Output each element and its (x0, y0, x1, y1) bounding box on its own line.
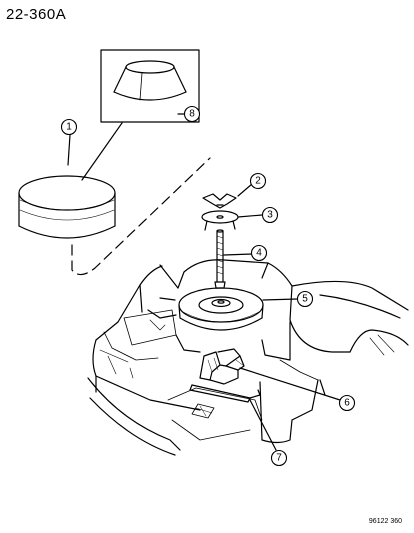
leader-6 (239, 367, 341, 401)
callout-5-label: 5 (302, 294, 308, 305)
callout-7-circle (270, 449, 288, 467)
jack (199, 348, 245, 385)
callout-1-circle (60, 118, 78, 136)
figure-code: 96122 360 (368, 518, 402, 525)
callout-3-label: 3 (267, 210, 273, 221)
callout-8-circle (183, 105, 201, 123)
retainer (201, 210, 239, 231)
callout-4-circle (250, 244, 268, 262)
leader-2 (237, 183, 253, 197)
page-code: 22-360A (6, 6, 67, 23)
hold-down-bolt (214, 229, 226, 289)
callout-2-label: 2 (255, 176, 261, 187)
leader-5 (262, 298, 298, 301)
leader-3 (237, 214, 263, 218)
spare-tire (178, 287, 264, 331)
callout-6-circle (338, 394, 356, 412)
callout-2-circle (249, 172, 267, 190)
callout-7-label: 7 (276, 453, 282, 464)
leader-4 (223, 253, 253, 256)
cover-ring-inset (100, 49, 200, 123)
tire-cover (18, 175, 116, 239)
callout-5-circle (296, 290, 314, 308)
callout-3-circle (261, 206, 279, 224)
wing-nut (202, 193, 237, 209)
callout-6-label: 6 (344, 398, 350, 409)
callout-8-label: 8 (189, 109, 195, 120)
leader-7 (249, 399, 277, 451)
leader-1 (67, 134, 71, 166)
dashed-link (71, 157, 211, 276)
jack-handle (189, 384, 261, 419)
callout-4-label: 4 (256, 248, 262, 259)
vehicle-body (87, 259, 409, 456)
callout-1-label: 1 (66, 122, 72, 133)
leader-inset (81, 122, 123, 181)
